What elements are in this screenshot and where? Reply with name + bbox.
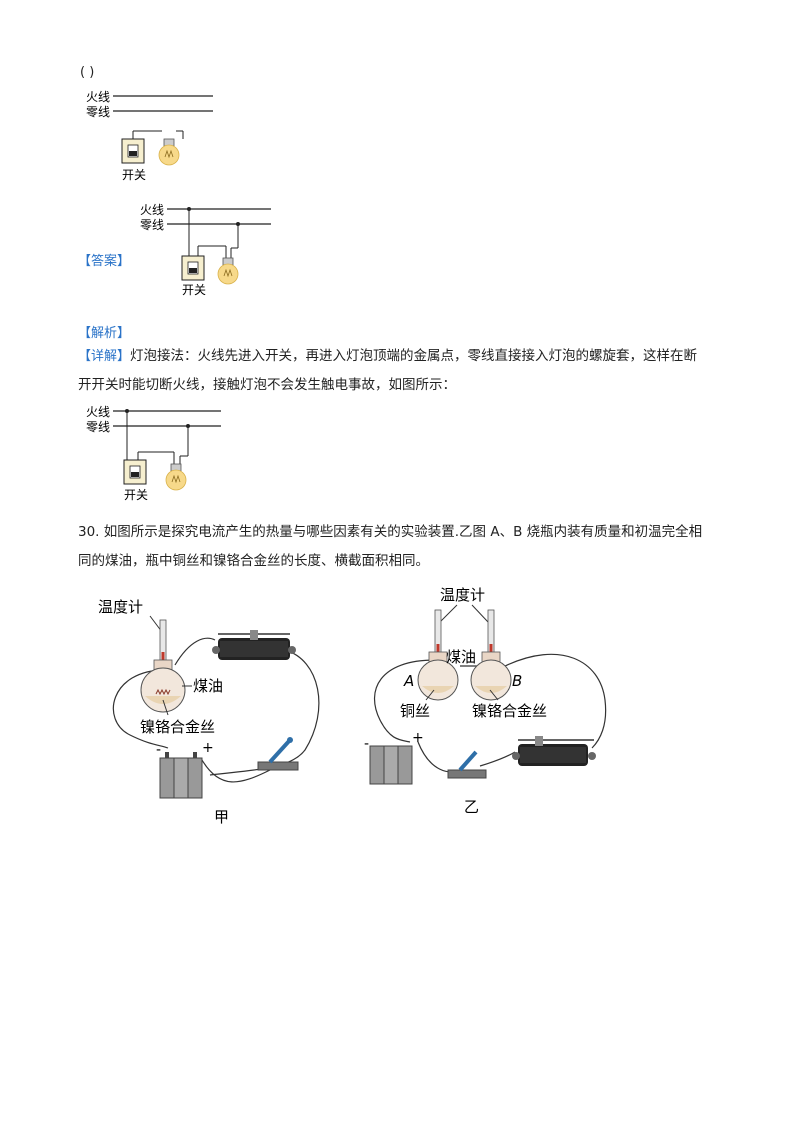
figure-jia: 温度计 煤油 镍铬合金丝 - + 甲 bbox=[98, 598, 320, 826]
q30-line2: 同的煤油，瓶中铜丝和镍铬合金丝的长度、横截面积相同。 bbox=[78, 553, 429, 569]
detail-text-line1: 灯泡接法：火线先进入开关，再进入灯泡顶端的金属点，零线直接接入灯泡的螺旋套，这样… bbox=[130, 348, 698, 364]
rheostat-icon bbox=[512, 736, 596, 766]
knife-switch-icon bbox=[447, 750, 487, 779]
knife-switch-icon bbox=[257, 737, 299, 771]
flask-b-label: B bbox=[512, 672, 522, 690]
switch-label: 开关 bbox=[124, 488, 148, 502]
minus-terminal-label: - bbox=[156, 742, 161, 758]
kerosene-label: 煤油 bbox=[193, 677, 223, 695]
detail-tag: 【详解】 bbox=[78, 349, 131, 364]
neutral-wire-label: 零线 bbox=[140, 218, 164, 232]
flask-icon bbox=[140, 659, 186, 713]
battery-icon: - + bbox=[364, 730, 424, 785]
neutral-wire-label: 零线 bbox=[86, 420, 110, 434]
plus-terminal-label: + bbox=[202, 740, 214, 756]
switch-label: 开关 bbox=[182, 283, 206, 297]
rheostat-icon bbox=[212, 630, 296, 660]
copper-wire-label: 铜丝 bbox=[400, 702, 430, 720]
flask-a-label: A bbox=[403, 672, 414, 690]
live-wire-label: 火线 bbox=[86, 90, 110, 104]
thermometer-label: 温度计 bbox=[440, 586, 485, 604]
flask-a-icon bbox=[417, 609, 459, 701]
figure-yi: 温度计 煤油 A B 铜丝 镍铬合金丝 - + bbox=[364, 586, 607, 816]
light-bulb-icon bbox=[158, 138, 180, 166]
figure-jia-caption: 甲 bbox=[214, 808, 229, 826]
switch-label: 开关 bbox=[122, 168, 146, 182]
neutral-wire-label: 零线 bbox=[86, 105, 110, 119]
analysis-tag: 【解析】 bbox=[78, 326, 131, 341]
light-bulb-icon bbox=[165, 463, 187, 491]
question-30: 30. 如图所示是探究电流产生的热量与哪些因素有关的实验装置.乙图 A、B 烧瓶… bbox=[78, 518, 758, 576]
plus-terminal-label: + bbox=[412, 730, 424, 746]
circuit-diagram-analysis: 火线 零线 开关 bbox=[86, 405, 221, 502]
flask-b-icon bbox=[470, 609, 512, 701]
minus-terminal-label: - bbox=[364, 736, 369, 752]
live-wire-label: 火线 bbox=[86, 405, 110, 419]
nichrome-label: 镍铬合金丝 bbox=[472, 702, 547, 720]
battery-icon: - + bbox=[156, 740, 214, 799]
thermometer-label: 温度计 bbox=[98, 598, 143, 616]
circuit-diagram-blank: 火线 零线 开关 bbox=[86, 90, 213, 182]
answer-blank: ( ) bbox=[80, 65, 95, 80]
light-bulb-icon bbox=[217, 257, 239, 285]
detail-paragraph: 【详解】灯泡接法：火线先进入开关，再进入灯泡顶端的金属点，零线直接接入灯泡的螺旋… bbox=[78, 342, 738, 400]
nichrome-label: 镍铬合金丝 bbox=[140, 718, 215, 736]
answer-tag: 【答案】 bbox=[78, 254, 131, 269]
figure-yi-caption: 乙 bbox=[464, 798, 479, 816]
detail-text-line2: 开开关时能切断火线，接触灯泡不会发生触电事故，如图所示： bbox=[78, 377, 456, 393]
kerosene-label: 煤油 bbox=[446, 648, 476, 666]
circuit-diagram-answer: 火线 零线 开关 bbox=[140, 203, 271, 297]
live-wire-label: 火线 bbox=[140, 203, 164, 217]
q30-line1: 30. 如图所示是探究电流产生的热量与哪些因素有关的实验装置.乙图 A、B 烧瓶… bbox=[78, 524, 703, 540]
